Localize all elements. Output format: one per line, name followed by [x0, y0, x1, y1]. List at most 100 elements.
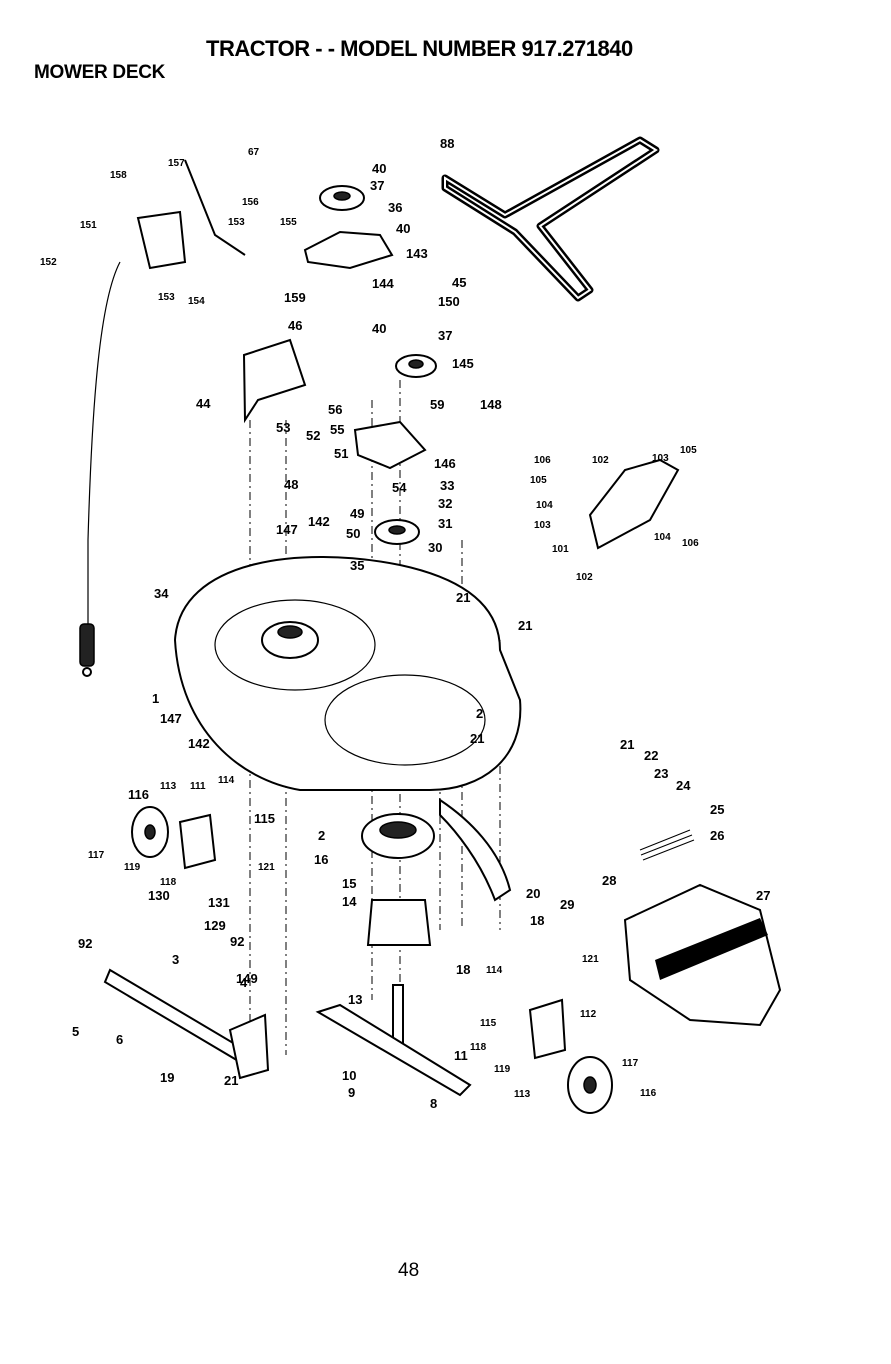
callout: 114	[486, 965, 503, 976]
link-bracket	[228, 1013, 270, 1080]
callout: 106	[682, 538, 699, 549]
callout: 14	[342, 894, 357, 909]
callout: 37	[370, 178, 384, 193]
callout: 113	[514, 1089, 531, 1100]
callout: 21	[456, 590, 470, 605]
callout-labels: 158 157 67 151 156 153 155 152 153 154 4…	[40, 136, 770, 1111]
callout: 10	[342, 1068, 356, 1083]
callout: 56	[328, 402, 342, 417]
callout: 104	[536, 500, 553, 511]
callout: 159	[284, 290, 306, 305]
callout: 24	[676, 778, 691, 793]
callout: 143	[406, 246, 428, 261]
spindle-housing	[366, 899, 432, 946]
callout: 2	[318, 828, 325, 843]
callout: 53	[276, 420, 290, 435]
callout: 11	[454, 1048, 468, 1063]
callout: 31	[438, 516, 452, 531]
callout: 158	[110, 170, 127, 181]
callout: 18	[530, 913, 544, 928]
callout: 50	[346, 526, 360, 541]
callout: 67	[248, 147, 260, 158]
callout: 92	[78, 936, 92, 951]
callout: 54	[392, 480, 407, 495]
callout: 25	[710, 802, 724, 817]
callout: 30	[428, 540, 442, 555]
callout: 35	[350, 558, 364, 573]
callout: 40	[372, 321, 386, 336]
callout: 4	[240, 975, 248, 990]
callout: 152	[40, 257, 57, 268]
lift-bracket	[136, 210, 187, 270]
callout: 27	[756, 888, 770, 903]
callout: 142	[308, 514, 330, 529]
callout: 103	[534, 520, 551, 531]
mandrel-shield	[588, 458, 680, 550]
cable-end-fitting	[79, 623, 95, 667]
callout: 59	[430, 397, 444, 412]
callout: 116	[128, 787, 149, 802]
callout: 45	[452, 275, 466, 290]
callout: 29	[560, 897, 574, 912]
callout: 32	[438, 496, 452, 511]
callout: 102	[592, 455, 609, 466]
callout: 106	[534, 455, 551, 466]
callout: 46	[288, 318, 302, 333]
callout: 23	[654, 766, 668, 781]
mower-blade	[315, 1003, 472, 1097]
callout: 115	[254, 811, 275, 826]
callout: 113	[160, 781, 177, 792]
callout: 18	[456, 962, 470, 977]
callout: 2	[476, 706, 483, 721]
gauge-wheel-bracket-left	[178, 813, 217, 870]
callout: 48	[284, 477, 298, 492]
callout: 145	[452, 356, 474, 371]
callout: 114	[218, 775, 235, 786]
callout: 28	[602, 873, 616, 888]
mower-deck-housing	[173, 556, 522, 791]
callout: 150	[438, 294, 460, 309]
callout: 36	[388, 200, 402, 215]
idler-arm	[353, 420, 427, 470]
callout: 5	[72, 1024, 79, 1039]
callout: 44	[196, 396, 211, 411]
section-heading: MOWER DECK	[34, 62, 166, 83]
callout: 151	[80, 220, 97, 231]
idler-bracket	[303, 230, 394, 270]
callout: 1	[152, 691, 159, 706]
callout: 121	[582, 954, 599, 965]
callout: 13	[348, 992, 362, 1007]
callout: 104	[654, 532, 671, 543]
callout: 40	[396, 221, 410, 236]
callout: 117	[88, 850, 105, 861]
page-number: 48	[398, 1260, 420, 1281]
callout: 121	[258, 862, 275, 873]
callout: 147	[276, 522, 298, 537]
callout: 157	[168, 158, 185, 169]
callout: 40	[372, 161, 386, 176]
callout: 105	[530, 475, 547, 486]
callout: 149	[236, 971, 258, 986]
callout: 3	[172, 952, 179, 967]
callout: 131	[208, 895, 230, 910]
callout: 102	[576, 572, 593, 583]
callout: 119	[124, 862, 141, 873]
callout: 21	[224, 1073, 238, 1088]
callout: 21	[518, 618, 532, 633]
callout: 129	[204, 918, 226, 933]
page-title: TRACTOR - - MODEL NUMBER 917.271840	[206, 36, 633, 61]
callout: 21	[620, 737, 634, 752]
callout: 19	[160, 1070, 174, 1085]
callout: 153	[228, 217, 245, 228]
callout: 119	[494, 1064, 511, 1075]
callout: 51	[334, 446, 348, 461]
callout: 130	[148, 888, 170, 903]
callout: 118	[160, 877, 177, 888]
callout: 9	[348, 1085, 355, 1100]
callout: 8	[430, 1096, 437, 1111]
callout: 116	[640, 1088, 657, 1099]
callout: 22	[644, 748, 658, 763]
callout: 15	[342, 876, 356, 891]
belt-guard	[242, 338, 307, 424]
